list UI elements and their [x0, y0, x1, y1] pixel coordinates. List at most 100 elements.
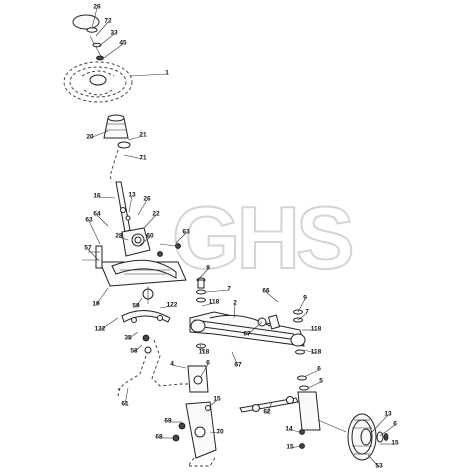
- leader-c57: [87, 248, 99, 261]
- callout-c64: 64: [93, 211, 101, 218]
- washer: [92, 42, 102, 48]
- callout-c15: 15: [213, 396, 221, 403]
- leader-c20: [89, 130, 109, 139]
- steering-boot: [103, 114, 131, 149]
- callout-c6c: 6: [393, 421, 397, 428]
- callout-c1118: 118: [311, 349, 322, 356]
- callout-c15c: 15: [391, 440, 399, 447]
- callout-c1: 1: [165, 70, 169, 77]
- steering-plate: [82, 227, 187, 287]
- leader-c21: [127, 135, 144, 141]
- callout-c20: 20: [86, 134, 94, 141]
- leader-c6c: [379, 424, 396, 437]
- callout-c67a: 67: [243, 331, 251, 338]
- callout-c33: 33: [110, 30, 118, 37]
- callout-c63b: 63: [182, 229, 190, 236]
- callout-c14: 14: [285, 426, 293, 433]
- leader-c9b: [297, 298, 306, 313]
- leader-c71: [123, 154, 144, 160]
- callout-c66: 66: [262, 288, 270, 295]
- leader-c19: [95, 287, 109, 306]
- leader-c122b: [99, 317, 119, 331]
- leader-c5: [307, 381, 322, 389]
- callout-c58: 58: [130, 348, 138, 355]
- leader-c28: [118, 236, 129, 241]
- callout-c13b: 13: [384, 411, 392, 418]
- leader-c118c: [199, 344, 205, 354]
- leader-c62: [266, 401, 273, 414]
- callout-c26b: 26: [143, 196, 151, 203]
- steering-shaft: [109, 149, 131, 233]
- leader-c13b: [371, 414, 389, 433]
- callout-c2: 2: [233, 300, 237, 307]
- callout-c72: 72: [104, 18, 112, 25]
- tie-rod: [239, 396, 299, 413]
- callout-c9b: 9: [303, 295, 307, 302]
- callout-c53: 53: [375, 463, 383, 470]
- steering-cap: [72, 14, 100, 30]
- callout-c57: 57: [84, 245, 92, 252]
- leader-c63b: [175, 232, 187, 244]
- leader-lines: [87, 7, 396, 468]
- steering-wheel: [63, 61, 133, 103]
- leader-c16: [96, 196, 116, 199]
- callout-c4: 4: [170, 361, 174, 368]
- callout-c61: 61: [121, 401, 129, 408]
- callout-c6a: 6: [206, 360, 210, 367]
- leader-c6a: [199, 363, 209, 379]
- leader-c15: [209, 399, 218, 407]
- callout-c13a: 13: [128, 192, 136, 199]
- callout-c28: 28: [115, 233, 123, 240]
- callout-c122b: 122: [95, 326, 106, 333]
- cap-insert: [86, 27, 98, 33]
- left-spindle: [172, 277, 217, 467]
- callout-c71: 71: [139, 155, 147, 162]
- leader-c22: [143, 214, 157, 229]
- sector-gear: [121, 286, 171, 354]
- leader-c4: [171, 364, 187, 369]
- leader-c1118: [303, 349, 317, 354]
- leader-c118a: [201, 302, 215, 307]
- callout-c68: 68: [155, 434, 163, 441]
- callout-c7a: 7: [227, 286, 231, 293]
- callout-c70: 70: [216, 429, 224, 436]
- callout-c45: 45: [119, 40, 127, 47]
- leader-c59: [135, 297, 143, 308]
- front-axle: [189, 311, 306, 347]
- leader-c67b: [231, 351, 239, 367]
- leader-c35: [127, 331, 139, 340]
- callout-c9a: 9: [206, 265, 210, 272]
- callout-c26a: 26: [93, 4, 101, 11]
- callout-c60: 60: [146, 233, 154, 240]
- leader-c70: [209, 431, 221, 434]
- leader-c6b: [305, 369, 320, 377]
- leader-c45: [100, 43, 124, 61]
- leader-c26b: [137, 199, 148, 216]
- callout-c7b: 7: [305, 309, 309, 316]
- callout-c122a: 122: [167, 302, 178, 309]
- leader-c26a: [91, 7, 98, 29]
- leader-c33: [97, 33, 115, 48]
- leader-c1: [129, 73, 168, 77]
- callout-c15b: 15: [286, 444, 294, 451]
- leader-c64: [96, 214, 109, 227]
- leader-c58: [133, 344, 143, 353]
- callout-c5: 5: [319, 378, 323, 385]
- front-wheel: [347, 413, 389, 461]
- drag-link: [117, 339, 198, 397]
- callout-c118b: 118: [311, 326, 322, 333]
- callout-c19: 19: [92, 301, 100, 308]
- callout-c59: 59: [132, 303, 140, 310]
- callout-c22: 22: [152, 211, 160, 218]
- leader-c122a: [159, 305, 173, 309]
- steering-wheel-hardware: [72, 14, 104, 61]
- leader-c53: [367, 454, 380, 468]
- callout-c118c: 118: [199, 349, 210, 356]
- leader-c63a: [88, 220, 101, 245]
- leader-c7a: [205, 289, 230, 293]
- callout-c35: 35: [124, 335, 132, 342]
- right-spindle: [293, 309, 347, 449]
